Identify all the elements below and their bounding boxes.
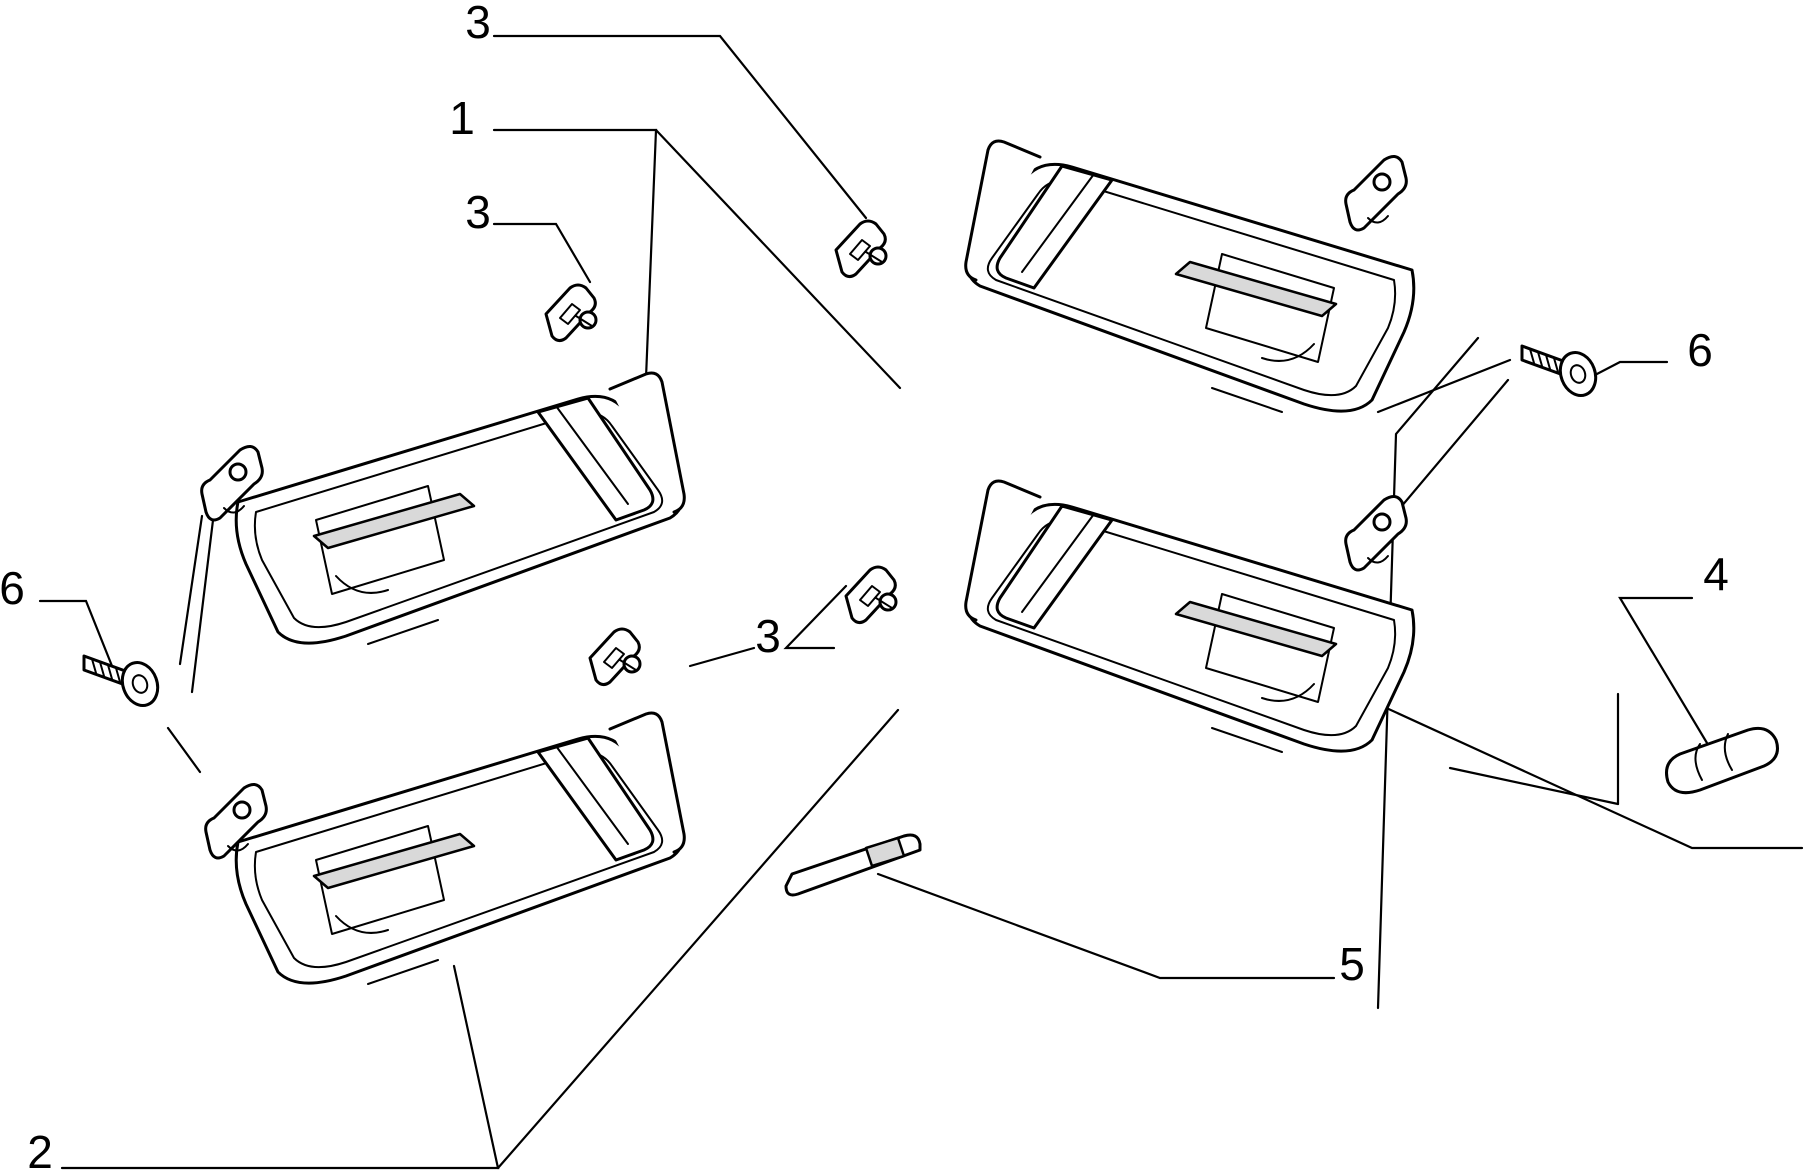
retaining-clip-upper-left	[544, 283, 598, 343]
lamp-lens-cover	[784, 833, 922, 897]
callout-3-middle: 3	[755, 610, 781, 662]
callout-2: 2	[27, 1126, 53, 1172]
retaining-clip-middle	[844, 565, 898, 625]
sun-visor-lower-right	[964, 479, 1416, 754]
callout-3-left: 3	[465, 186, 491, 238]
lamp-bulb	[1665, 726, 1779, 795]
sun-visor-upper-left	[234, 371, 686, 646]
sun-visor-upper-right	[964, 139, 1416, 414]
callout-6-left: 6	[0, 562, 25, 614]
callout-3-top: 3	[465, 0, 491, 48]
screw-right	[1520, 344, 1603, 402]
screw-left	[82, 654, 165, 712]
callout-5: 5	[1339, 938, 1365, 990]
sun-visor-lower-left	[234, 711, 686, 986]
callout-1: 1	[449, 92, 475, 144]
hinge-mount-upper-right	[1344, 154, 1408, 232]
leader-lines	[38, 34, 1804, 1170]
callout-4: 4	[1703, 548, 1729, 600]
callout-6-right: 6	[1687, 324, 1713, 376]
retaining-clip-top	[834, 219, 888, 279]
hinge-mount-lower-right	[1344, 494, 1408, 572]
retaining-clip-lower-left	[588, 627, 642, 687]
